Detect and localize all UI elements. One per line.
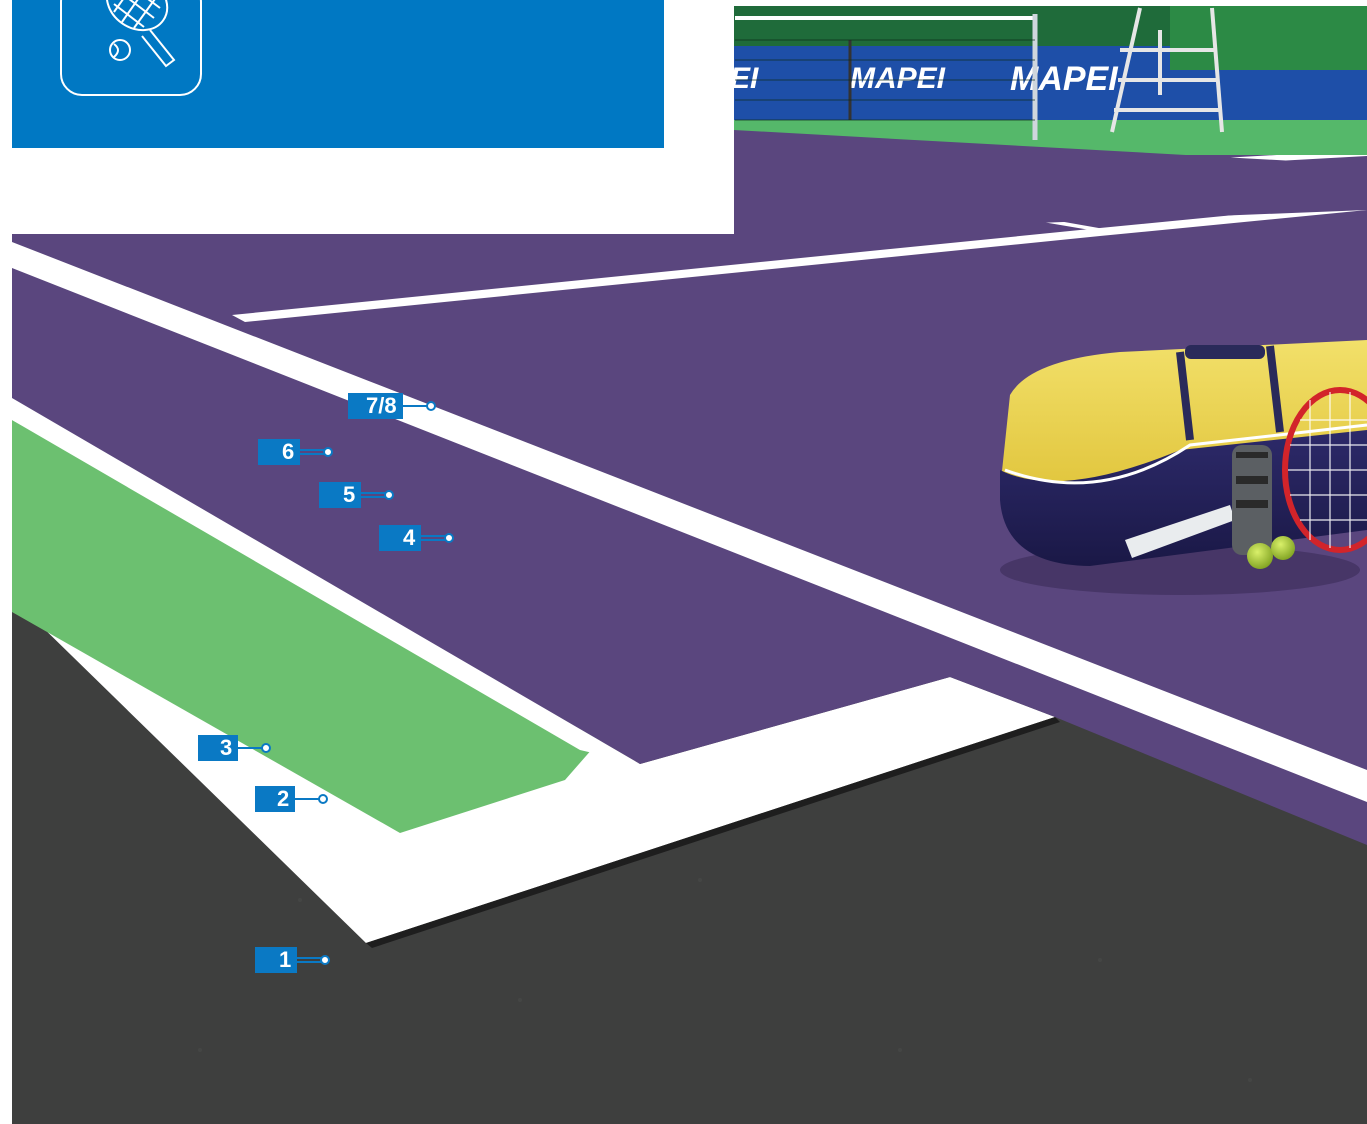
banner-logo-2: MAPEI bbox=[850, 62, 946, 95]
tennis-ball bbox=[1247, 543, 1273, 569]
tennis-racket-ball-icon bbox=[60, 0, 202, 96]
tennis-ball bbox=[1271, 536, 1295, 560]
marker-label: 5 bbox=[319, 482, 361, 508]
layer-marker-4: 4 bbox=[379, 525, 455, 551]
layer-marker-6: 6 bbox=[258, 439, 334, 465]
marker-label: 1 bbox=[255, 947, 297, 973]
marker-label: 2 bbox=[255, 786, 295, 812]
layer-marker-5: 5 bbox=[319, 482, 395, 508]
marker-label: 3 bbox=[198, 735, 238, 761]
left-margin bbox=[0, 234, 12, 1124]
marker-label: 6 bbox=[258, 439, 300, 465]
stadium-stands bbox=[1170, 6, 1367, 70]
layer-marker-1: 1 bbox=[255, 947, 331, 973]
ball-canister bbox=[1232, 445, 1272, 555]
marker-label: 7/8 bbox=[348, 393, 403, 419]
banner-logo-3: MAPEI bbox=[1010, 60, 1119, 98]
marker-label: 4 bbox=[379, 525, 421, 551]
banner-logo-1: EI bbox=[730, 62, 759, 95]
category-panel bbox=[12, 0, 664, 148]
layer-marker-7-8: 7/8 bbox=[348, 393, 437, 419]
layer-marker-3: 3 bbox=[198, 735, 272, 761]
layer-marker-2: 2 bbox=[255, 786, 329, 812]
